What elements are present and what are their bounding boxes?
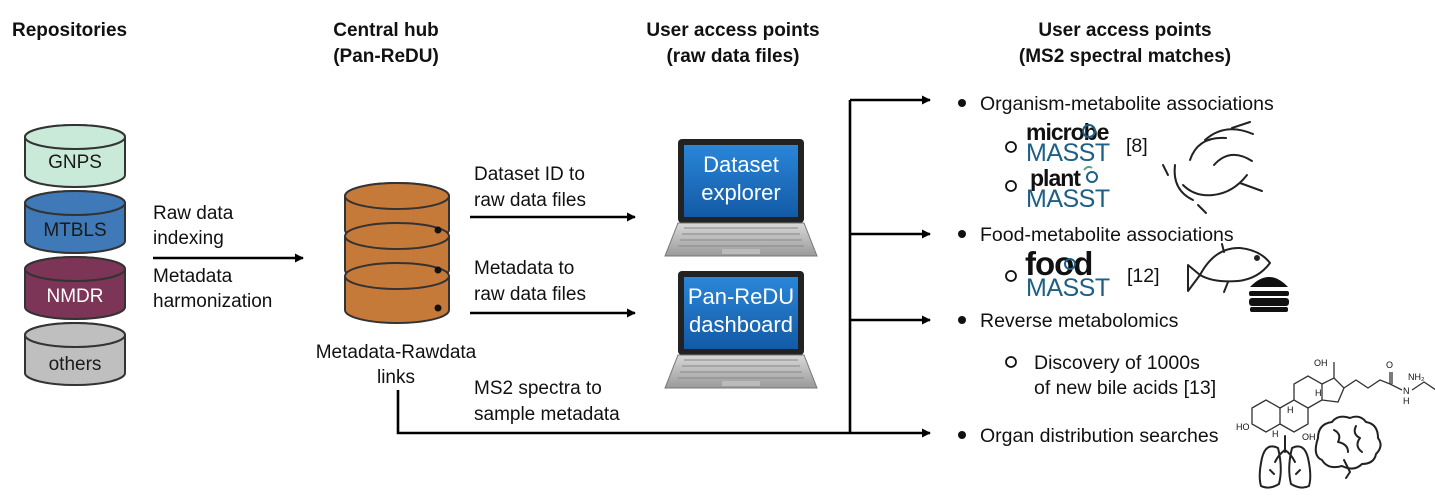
cylinder-top — [24, 256, 126, 282]
repository-label: GNPS — [48, 152, 102, 173]
item-reverse: Reverse metabolomics — [980, 310, 1179, 332]
magnifier-icon — [1064, 258, 1076, 270]
keyboard-rows — [678, 227, 804, 247]
laptop-screen-line-2: explorer — [701, 180, 780, 205]
hub-caption-1: Metadata-Rawdata — [316, 342, 477, 363]
logo-top-text: food — [1025, 245, 1092, 282]
db-rim — [344, 235, 450, 250]
laptop-screen-line-1: Pan-ReDU — [688, 284, 794, 309]
db-led — [434, 304, 442, 312]
atom-label: O — [1386, 360, 1393, 370]
sub-bullet — [1005, 270, 1017, 282]
header-ms2-access: User access points — [1038, 20, 1211, 41]
atom-label: HO — [1236, 422, 1250, 432]
header-central-hub: Central hub — [333, 20, 439, 41]
ref-food: [12] — [1127, 265, 1160, 287]
cylinder-top — [24, 190, 126, 216]
header-ms2-access-sub: (MS2 spectral matches) — [1019, 46, 1231, 67]
laptop-screen-line-2: dashboard — [689, 312, 793, 337]
repository-mtbls: MTBLS — [24, 190, 126, 254]
repository-others: others — [24, 322, 126, 386]
item-organism: Organism-metabolite associations — [980, 93, 1274, 115]
indexing-label-3: Metadata — [153, 266, 233, 287]
atom-label: H — [1315, 388, 1322, 398]
db-rim — [344, 275, 450, 290]
indexing-label-2: indexing — [153, 228, 224, 249]
atom-label: H — [1403, 396, 1410, 406]
bullet — [958, 316, 966, 324]
atom-label: OH — [1314, 358, 1328, 368]
bile-acid-line-2: of new bile acids [13] — [1034, 377, 1216, 399]
indexing-label-4: harmonization — [153, 291, 272, 312]
atom-label: N — [1403, 386, 1410, 396]
repository-nmdr: NMDR — [24, 256, 126, 320]
sub-bullet — [1005, 180, 1017, 192]
laptop-screen-line-1: Dataset — [703, 152, 779, 177]
sub-bullet — [1005, 356, 1017, 368]
microbe-icon — [1162, 121, 1263, 214]
keyboard-rows — [678, 359, 804, 379]
logo-bottom-text: MASST — [1026, 274, 1110, 302]
arrow-label-dataset-2: raw data files — [474, 190, 586, 211]
db-top — [344, 182, 450, 210]
lungs-icon — [1258, 435, 1312, 489]
bile-acid-structure — [1251, 362, 1435, 433]
sub-bullet — [1005, 141, 1017, 153]
repository-label: MTBLS — [43, 220, 106, 241]
db-segment — [344, 262, 450, 324]
item-food: Food-metabolite associations — [980, 224, 1234, 246]
arrow-label-metadata-1: Metadata to — [474, 258, 574, 279]
cylinder-top — [24, 322, 126, 348]
logo-bottom-text: MASST — [1026, 185, 1110, 213]
cylinder-top — [24, 124, 126, 150]
atom-label: H — [1287, 405, 1294, 415]
central-hub-database — [344, 182, 450, 324]
bullet — [958, 431, 966, 439]
header-raw-access: User access points — [646, 20, 819, 41]
arrow-label-ms2-2: sample metadata — [474, 404, 620, 425]
laptop-panredu-dashboard: Pan-ReDU dashboard — [664, 271, 818, 389]
bile-acid-line-1: Discovery of 1000s — [1034, 352, 1200, 374]
arrow-label-metadata-2: raw data files — [474, 284, 586, 305]
microbemasst-logo: microbe MASST — [1026, 119, 1110, 167]
repository-label: NMDR — [47, 286, 104, 307]
header-central-hub-sub: (Pan-ReDU) — [333, 46, 439, 67]
hub-caption-2: links — [377, 367, 415, 388]
indexing-label-1: Raw data — [153, 203, 234, 224]
bullet — [958, 99, 966, 107]
leaf-icon — [1083, 165, 1093, 171]
item-organ: Organ distribution searches — [980, 425, 1219, 447]
magnifier-icon — [1086, 171, 1098, 183]
ms2-connector — [396, 390, 850, 435]
foodmasst-logo: food MASST — [1025, 245, 1110, 302]
logo-top-text: plant — [1030, 165, 1081, 191]
laptop-screen — [684, 145, 798, 217]
bullet — [958, 230, 966, 238]
atom-label: H — [1272, 429, 1279, 439]
header-repositories: Repositories — [12, 20, 127, 41]
laptop-trackpad — [722, 249, 760, 254]
laptop-dataset-explorer: Dataset explorer — [664, 139, 818, 257]
logo-bottom-text: MASST — [1026, 139, 1110, 167]
header-raw-access-sub: (raw data files) — [666, 46, 799, 67]
db-led — [434, 226, 442, 234]
laptop-trackpad — [722, 381, 760, 386]
laptop-screen — [684, 277, 798, 349]
bile-acid-atom-labels: OH O N H NH₂ H H H HO OH — [1236, 358, 1425, 442]
burger-icon — [1249, 277, 1289, 312]
repository-gnps: GNPS — [24, 124, 126, 188]
brain-icon — [1314, 415, 1382, 479]
db-led — [434, 266, 442, 274]
arrow-label-ms2-1: MS2 spectra to — [474, 378, 602, 399]
fish-icon — [1187, 243, 1271, 293]
magnifier-icon — [1082, 124, 1096, 138]
repository-label: others — [49, 354, 102, 375]
arrow-label-dataset-1: Dataset ID to — [474, 164, 585, 185]
plantmasst-logo: plant MASST — [1026, 165, 1110, 213]
ref-organism: [8] — [1126, 135, 1148, 157]
atom-label: OH — [1302, 432, 1316, 442]
atom-label: NH₂ — [1408, 372, 1425, 382]
